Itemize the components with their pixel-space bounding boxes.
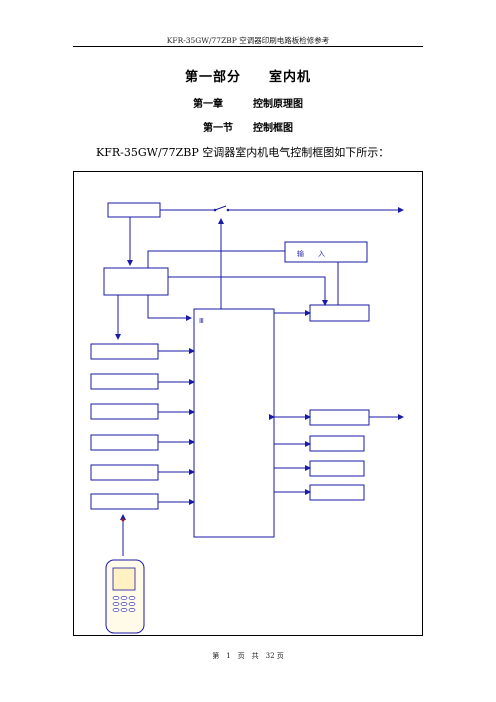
running-header: KFR-35GW/77ZBP 空调器印刷电路板检修参考 [166, 36, 330, 45]
driver-box [309, 304, 370, 322]
relay-contact [214, 205, 227, 211]
input-box-5 [90, 464, 159, 481]
header-rule [73, 46, 423, 47]
output-box-1 [309, 409, 370, 426]
input-box-2 [90, 373, 159, 390]
part-title: 第一部分 室内机 [184, 70, 311, 85]
input-box-4 [90, 434, 159, 451]
page-footer: 第 1 页 共 32 页 [212, 652, 284, 660]
mcu-label: Ⅲ [199, 317, 204, 325]
remote-control-icon [105, 559, 145, 634]
input-box-6 [90, 493, 159, 510]
output-box-2 [309, 435, 365, 452]
psu-to-driver [168, 276, 328, 306]
output-box-3 [309, 460, 365, 477]
remote-receiver-dot [121, 518, 125, 522]
psu-to-input-box [147, 250, 285, 268]
control-block-diagram: 输 入 Ⅲ [90, 202, 404, 634]
input-box-3 [90, 403, 159, 420]
output-box-4 [309, 484, 365, 501]
chapter-title: 第一章 控制原理图 [193, 99, 303, 110]
input-box [284, 241, 368, 263]
section-title: 第一节 控制框图 [203, 123, 293, 134]
mcu-box [193, 308, 275, 538]
psu-to-mcu [147, 295, 192, 321]
relay-dot-2 [226, 208, 230, 212]
relay-dot-1 [213, 208, 217, 212]
power-supply-box [103, 267, 169, 296]
input-box-1 [90, 343, 159, 360]
intro-text: KFR-35GW/77ZBP 空调器室内机电气控制框图如下所示： [96, 146, 390, 159]
power-input-box [107, 202, 161, 218]
input-box-label: 输 入 [297, 249, 325, 258]
diagram-frame [73, 171, 423, 636]
